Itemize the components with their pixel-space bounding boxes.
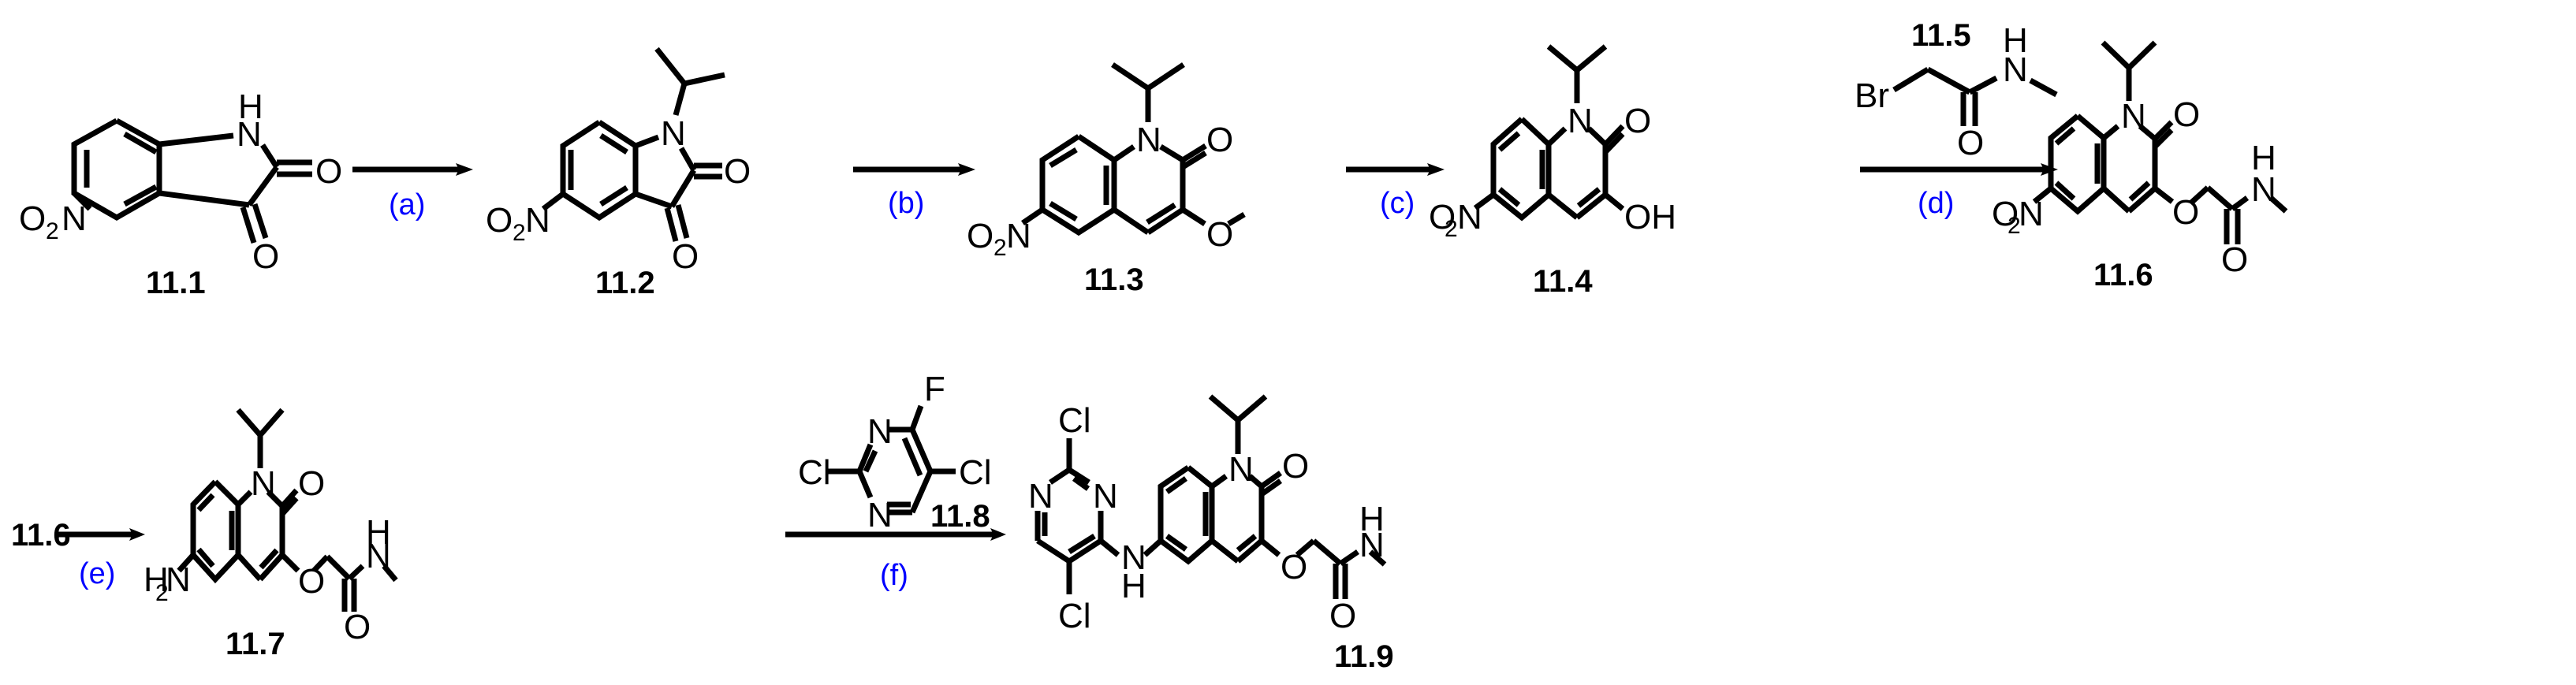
atom-O: O <box>1281 548 1307 586</box>
atom-N: N <box>237 115 262 154</box>
compound-11-6: N O O H N O O 2 N 11.6 <box>1992 40 2288 292</box>
nitro-subscript: 2 <box>513 220 526 246</box>
atom-N: N <box>1028 477 1053 516</box>
amine-subscript: 2 <box>155 580 169 606</box>
compound-label: 11.6 <box>2093 258 2153 292</box>
compound-label: 11.9 <box>1334 639 1394 674</box>
hydroxyl-OH: OH <box>1624 198 1676 236</box>
nitro-N: N <box>62 199 87 238</box>
condition-label-b: (b) <box>888 187 924 220</box>
atom-H: H <box>1121 567 1146 605</box>
nitro-O: O <box>19 199 46 238</box>
atom-N: N <box>1093 477 1118 516</box>
atom-N: N <box>251 464 276 503</box>
atom-H: H <box>2251 139 2276 177</box>
atom-N: N <box>2121 97 2146 136</box>
atom-O: O <box>1282 447 1309 486</box>
compound-label: 11.4 <box>1533 264 1593 299</box>
atom-O: O <box>315 152 342 191</box>
compound-11-4: N O OH O 2 N 11.4 <box>1429 44 1676 299</box>
atom-O: O <box>2221 240 2248 279</box>
nitro-O: O <box>1992 195 2019 233</box>
condition-label-e: (e) <box>79 557 115 590</box>
atom-O: O <box>1206 121 1233 159</box>
compound-label: 11.7 <box>226 627 285 661</box>
atom-H: H <box>366 513 391 552</box>
atom-O: O <box>2172 193 2199 232</box>
nitro-subscript: 2 <box>46 218 59 244</box>
condition-label-c: (c) <box>1380 187 1415 220</box>
reagent-11-8: F N N Cl Cl 11.8 <box>798 370 992 534</box>
condition-label-d: (d) <box>1918 187 1954 220</box>
nitro-N: N <box>2019 195 2044 233</box>
nitro-subscript: 2 <box>993 235 1007 261</box>
reaction-arrow-a: (a) <box>352 163 473 222</box>
atom-O: O <box>298 562 325 601</box>
atom-O: O <box>252 237 279 276</box>
nitro-N: N <box>525 201 550 240</box>
reagent-label: 11.5 <box>1911 18 1971 53</box>
atom-Cl: Cl <box>959 453 992 492</box>
atom-N: N <box>1228 450 1254 489</box>
atom-N: N <box>1121 538 1146 577</box>
atom-H: H <box>238 87 263 126</box>
atom-O: O <box>1957 124 1984 162</box>
atom-O: O <box>344 608 371 646</box>
atom-O: O <box>724 152 751 191</box>
atom-N: N <box>2251 170 2276 209</box>
atom-N: N <box>1359 526 1385 564</box>
reagent-11-5: Br H N O 11.5 <box>1855 18 2058 162</box>
reaction-arrow-f: (f) <box>785 528 1006 592</box>
compound-11-3: N O O O 2 N 11.3 <box>967 62 1246 297</box>
reaction-arrow-b: (b) <box>853 163 975 220</box>
atom-O: O <box>672 237 699 276</box>
atom-O: O <box>1624 102 1651 140</box>
compound-label: 11.1 <box>146 266 206 300</box>
nitro-subscript: 2 <box>2007 213 2021 239</box>
atom-N: N <box>867 496 893 534</box>
nitro-N: N <box>1457 198 1482 236</box>
atom-N: N <box>1136 121 1161 159</box>
compound-11-9: Cl N N Cl N H N O O H N O 11.9 <box>1028 394 1394 674</box>
atom-O: O <box>2173 95 2200 134</box>
amine-N: N <box>166 560 191 599</box>
atom-Cl: Cl <box>798 453 831 492</box>
atom-N: N <box>366 537 391 575</box>
atom-N: N <box>2003 50 2028 89</box>
condition-label-f: (f) <box>880 559 908 592</box>
atom-O: O <box>1329 597 1356 635</box>
compound-11-7: N O O H N O H 2 N 11.7 <box>144 408 398 661</box>
reaction-arrow-e: (e) <box>55 528 145 590</box>
atom-N: N <box>661 114 686 153</box>
atom-Cl: Cl <box>1058 401 1091 440</box>
amine-H: H <box>144 560 169 599</box>
condition-label-a: (a) <box>389 188 425 222</box>
atom-O: O <box>1206 215 1233 254</box>
atom-Br: Br <box>1855 76 1889 115</box>
atom-H: H <box>1359 500 1385 538</box>
compound-label: 11.2 <box>595 266 655 300</box>
atom-N: N <box>1568 102 1593 140</box>
nitro-O: O <box>486 201 513 240</box>
nitro-subscript: 2 <box>1445 216 1458 242</box>
nitro-O: O <box>1429 198 1456 236</box>
compound-11-1: O O H N O 2 N 11.1 <box>19 87 342 300</box>
reaction-arrow-c: (c) <box>1346 163 1445 220</box>
atom-F: F <box>924 370 945 408</box>
reagent-label: 11.8 <box>930 499 990 534</box>
atom-Cl: Cl <box>1058 597 1091 635</box>
compound-label: 11.3 <box>1084 262 1144 297</box>
atom-H: H <box>2003 21 2028 60</box>
atom-O: O <box>298 464 325 503</box>
nitro-O: O <box>967 217 993 255</box>
compound-11-2: N O O O 2 N 11.2 <box>486 47 751 300</box>
atom-N: N <box>867 412 893 451</box>
nitro-N: N <box>1006 217 1031 255</box>
